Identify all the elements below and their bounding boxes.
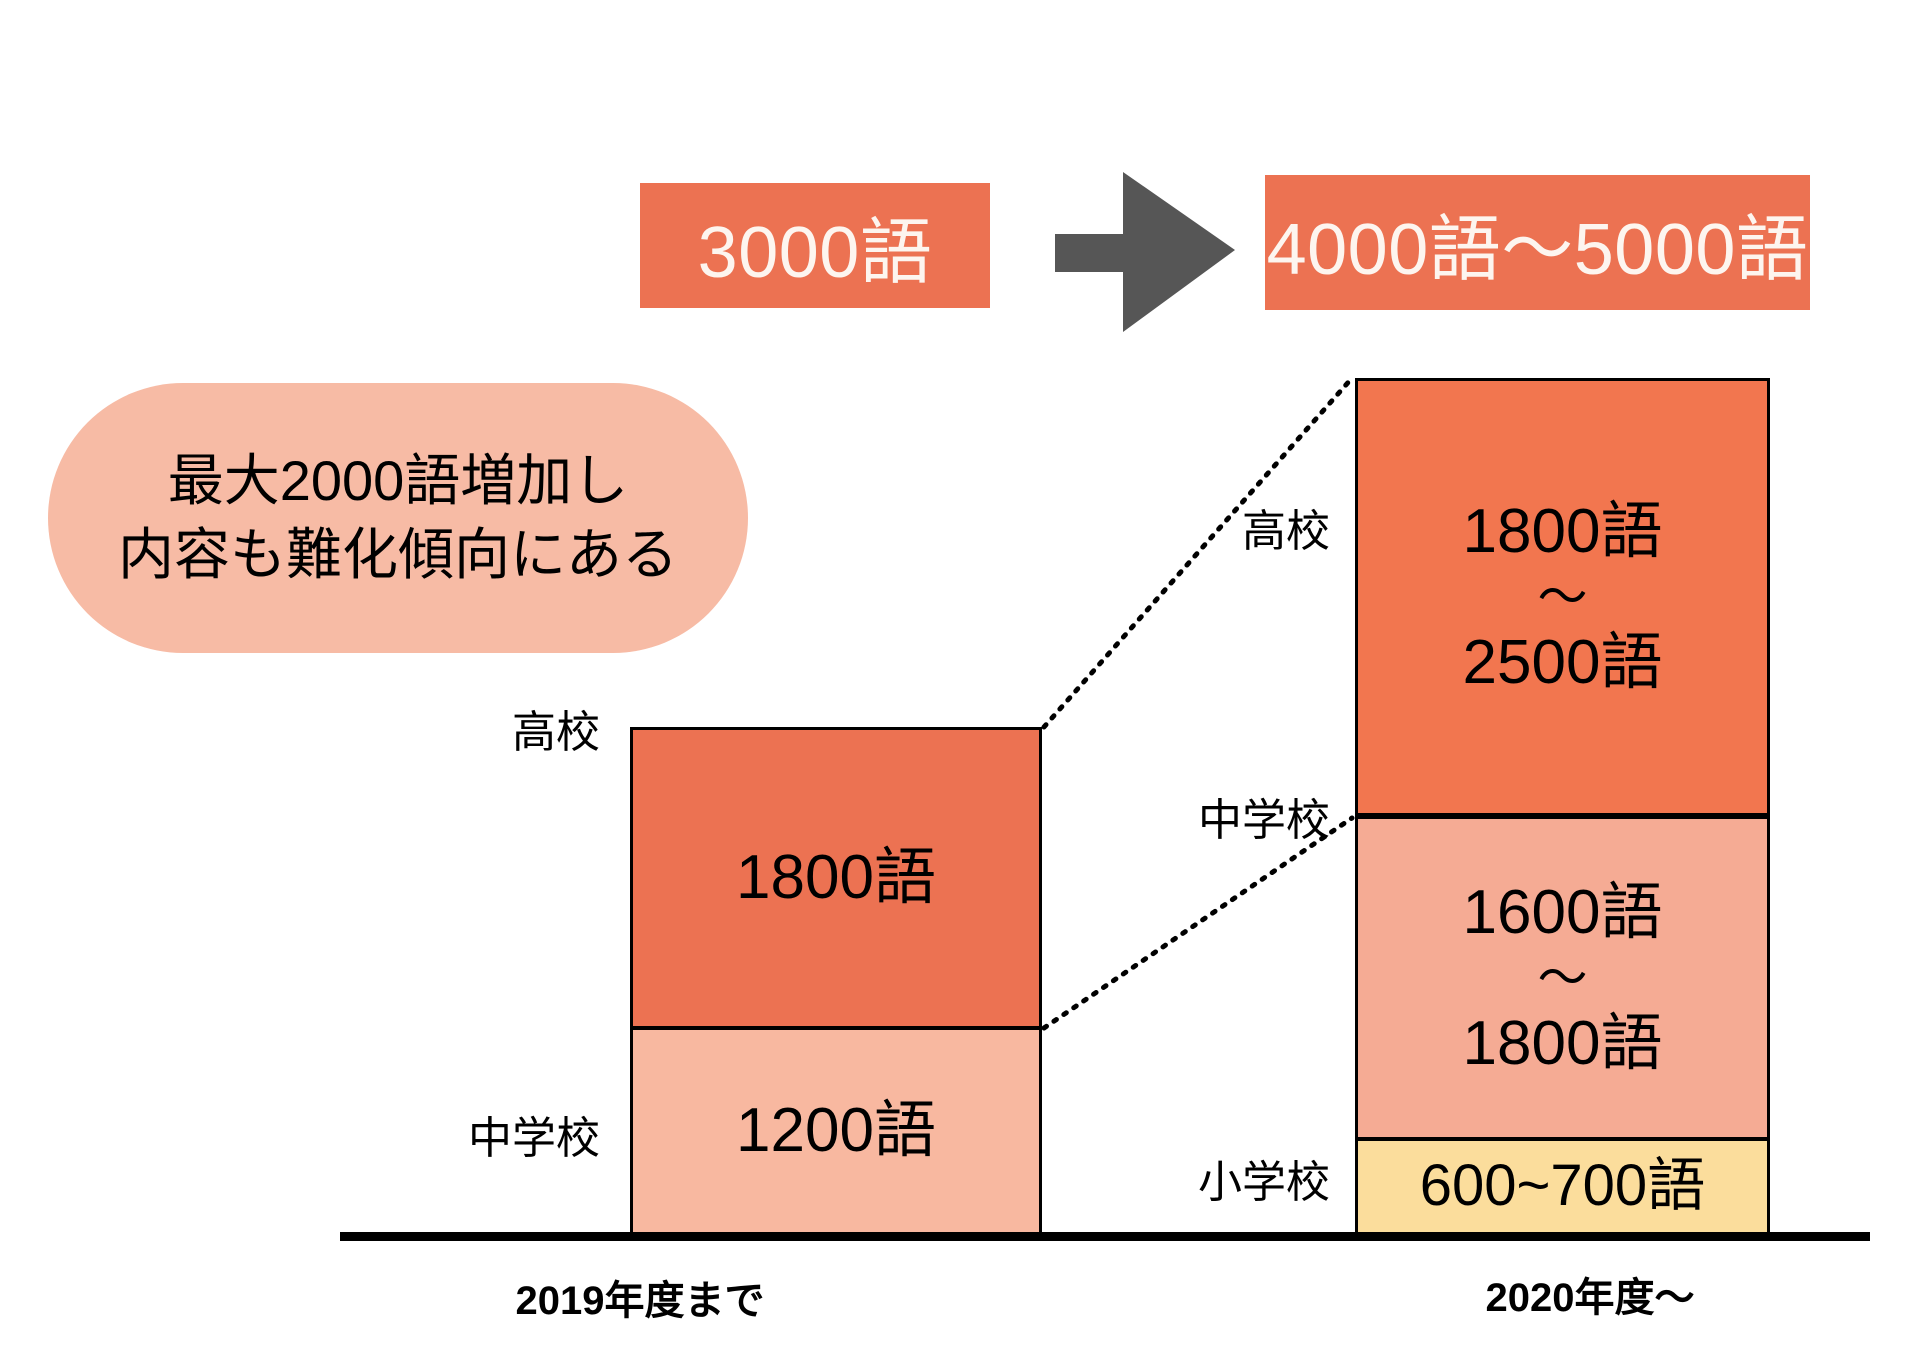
bar-value-high-school-old: 1800語	[736, 843, 936, 913]
total-after-value: 4000語〜5000語	[1266, 210, 1809, 290]
axis-label-new: 2020年度〜	[1485, 1276, 1695, 1320]
bar-value-high-school-new-max: 2500語	[1462, 628, 1663, 697]
bar-segment-junior-high-new: 1600語 ～ 1800語	[1355, 816, 1770, 1140]
axis-label-old: 2019年度まで	[515, 1279, 765, 1323]
bar-segment-junior-high-old: 1200語	[630, 1027, 1042, 1235]
bar-value-high-school-new-min: 1800語	[1462, 496, 1663, 566]
callout-line-1: 最大2000語増加し	[167, 449, 629, 513]
right-arrow-icon	[1055, 172, 1235, 332]
bar-value-junior-high-new-min: 1600語	[1462, 877, 1663, 947]
total-after-banner: 4000語〜5000語	[1265, 175, 1810, 310]
total-before-value: 3000語	[697, 213, 933, 293]
total-before-banner: 3000語	[640, 183, 990, 308]
bar-value-elementary-new: 600~700語	[1419, 1153, 1706, 1219]
bar-value-junior-high-old: 1200語	[736, 1096, 936, 1166]
category-label-elementary-new: 小学校	[1198, 1158, 1330, 1207]
bar-segment-elementary-new: 600~700語	[1355, 1138, 1770, 1235]
callout-line-2: 内容も難化傾向にある	[118, 523, 678, 586]
bar-segment-high-school-new: 1800語 ～ 2500語	[1355, 378, 1770, 816]
bar-segment-high-school-old: 1800語	[630, 727, 1042, 1029]
chart-baseline	[340, 1232, 1870, 1241]
category-label-high-school-new: 高校	[1242, 507, 1330, 556]
callout-bubble: 最大2000語増加し 内容も難化傾向にある	[48, 383, 748, 653]
category-label-high-school-old: 高校	[512, 708, 600, 757]
bar-value-junior-high-new-max: 1800語	[1462, 1009, 1663, 1078]
range-separator-junior-high-new: ～	[1537, 950, 1588, 1006]
range-separator-high-school-new: ～	[1537, 569, 1588, 625]
category-label-junior-high-old: 中学校	[468, 1114, 600, 1163]
category-label-junior-high-new: 中学校	[1198, 796, 1330, 845]
